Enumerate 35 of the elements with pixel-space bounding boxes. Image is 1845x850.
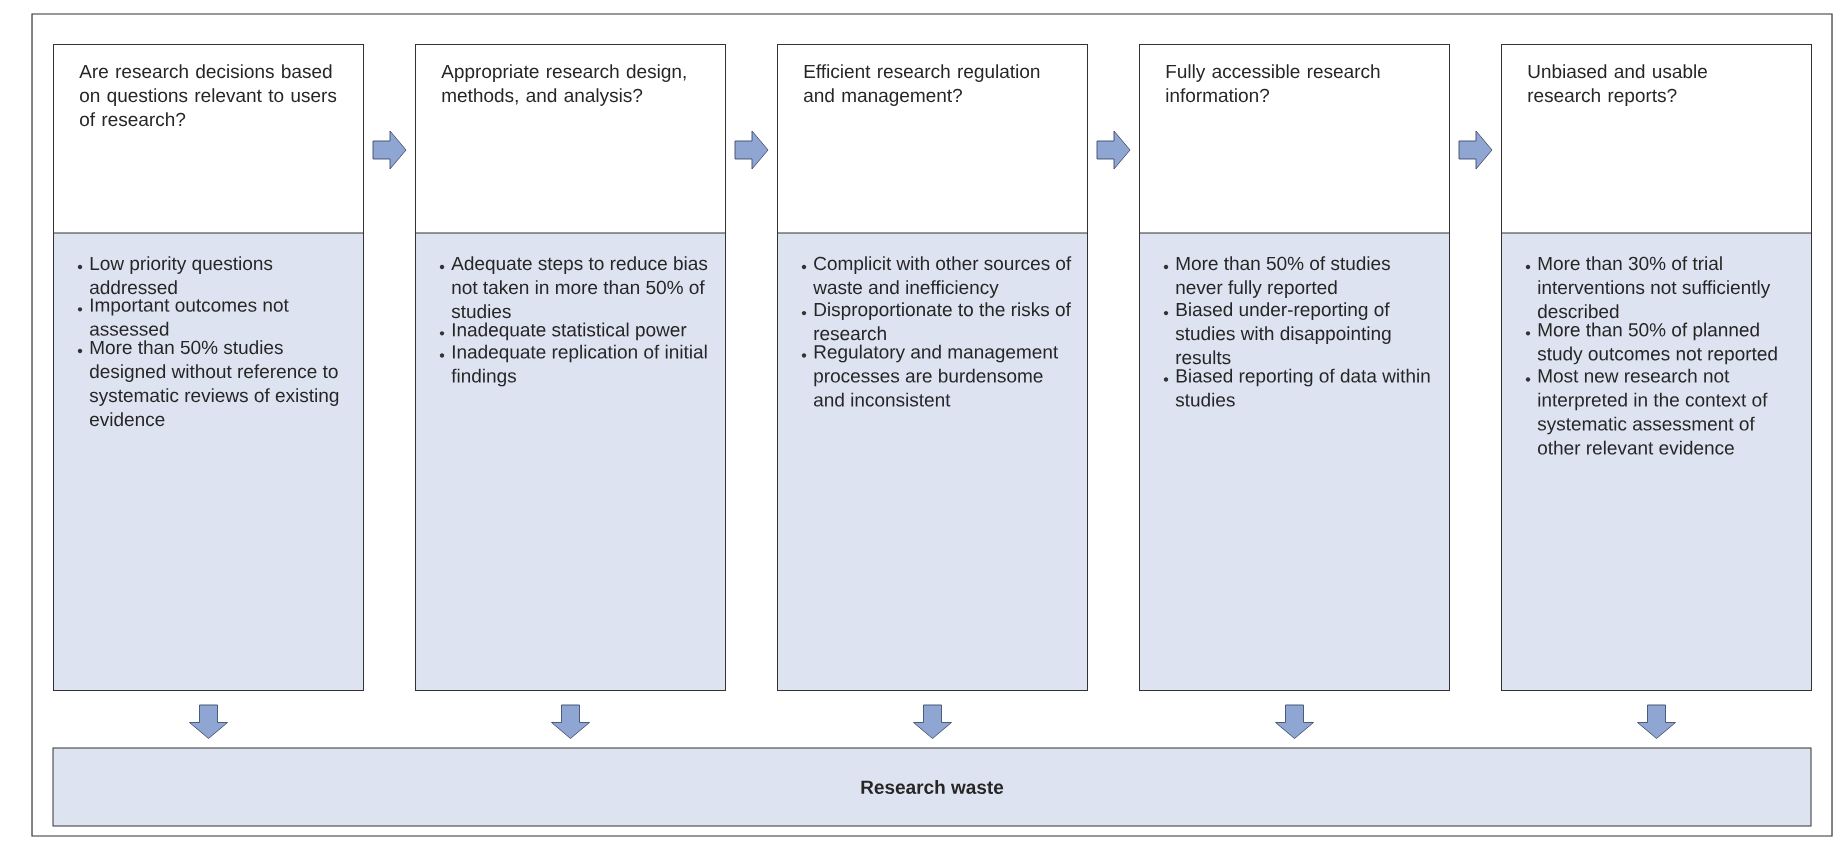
- bullet-item: More than 50% studies designed without reference to systematic reviews of existing evidence: [77, 340, 339, 427]
- bullet-item: Important outcomes not assessed: [77, 298, 289, 336]
- column-box: [414, 44, 726, 691]
- block-arrow: [1458, 130, 1493, 170]
- block-arrow: [1637, 704, 1676, 739]
- block-arrow: [913, 704, 952, 739]
- heading-text: Unbiased and usable research reports?: [1528, 64, 1707, 106]
- block-arrow: [551, 704, 590, 739]
- bullet-item: Inadequate statistical power: [439, 322, 687, 341]
- column-box: [776, 44, 1088, 691]
- bullet-item: Low priority questions addressed: [77, 256, 273, 295]
- block-arrow: [1096, 130, 1131, 170]
- column-box: [1138, 44, 1450, 691]
- bullet-item: Complicit with other sources of waste and inefficiency: [801, 256, 1072, 298]
- block-arrow: [734, 130, 769, 170]
- block-arrow: [189, 704, 228, 739]
- heading-text: Are research decisions based on questions relevant to users of research?: [79, 64, 337, 127]
- column-box: [52, 44, 364, 691]
- bullet-item: Adequate steps to reduce bias not taken in more than 50% of studies: [439, 256, 708, 319]
- bullet-item: More than 50% of planned study outcomes not reported: [1525, 322, 1777, 365]
- block-arrow: [1275, 704, 1314, 739]
- result-bar: Research waste: [52, 747, 1812, 827]
- bullet-item: Most new research not interpreted in the context of systematic assessment of other relevant evidence: [1525, 368, 1768, 455]
- bullet-item: Biased under-reporting of studies with disappointing results: [1163, 302, 1391, 365]
- bullet-item: Regulatory and management processes are burdensome and inconsistent: [801, 344, 1059, 407]
- heading-text: Efficient research regulation and management?: [804, 64, 1040, 106]
- heading-text: Fully accessible research information?: [1166, 64, 1380, 103]
- column-box: [1500, 44, 1812, 691]
- heading-text: Appropriate research design, methods, and analysis?: [441, 64, 686, 106]
- bullet-item: More than 30% of trial interventions not sufficiently described: [1525, 256, 1771, 319]
- bullet-item: Inadequate replication of initial findings: [439, 344, 707, 387]
- block-arrow: [372, 130, 407, 170]
- bullet-item: More than 50% of studies never fully reported: [1163, 256, 1390, 298]
- bullet-item: Disproportionate to the risks of research: [801, 302, 1071, 341]
- bullet-item: Biased reporting of data within studies: [1163, 368, 1430, 407]
